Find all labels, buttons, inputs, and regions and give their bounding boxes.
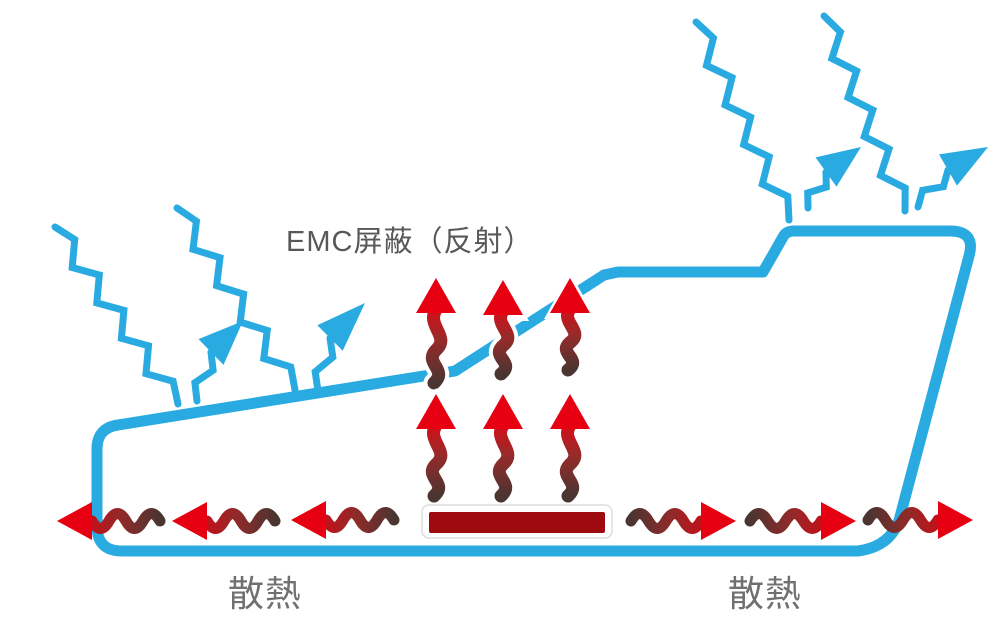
em-wave-reflected-tail — [191, 348, 217, 405]
heat-side-arrow-left-1 — [57, 502, 166, 540]
em-wave-reflected-1 — [191, 321, 243, 405]
em-wave-incoming-1 — [51, 223, 182, 408]
em-wave-reflected-tail — [914, 166, 952, 211]
em-wave-reflected-4 — [914, 147, 988, 211]
em-wave-reflected-tail — [311, 334, 337, 395]
heat-side-wave — [86, 508, 166, 534]
heat-side-arrow-right-4 — [625, 502, 736, 540]
heat-rise-wave — [425, 298, 448, 390]
heat-rise-arrowhead-icon — [550, 278, 590, 313]
em-wave-incoming-4 — [820, 12, 909, 215]
em-wave-reflected-arrowhead-icon — [317, 303, 365, 351]
heat-rise-arrowhead-icon — [550, 394, 590, 429]
heat-side-arrowhead-icon — [172, 502, 207, 540]
heat-side-arrowhead-icon — [57, 502, 92, 540]
heat-side-arrowhead-icon — [821, 502, 856, 540]
heat-source-bar-fill — [429, 512, 605, 533]
heat-rise-arrow-2 — [477, 274, 529, 385]
heat-rise-arrow-6 — [544, 388, 596, 507]
heat-side-arrowhead-icon — [938, 501, 973, 539]
em-wave-incoming-2 — [173, 204, 299, 394]
heat-rise-arrow-4 — [410, 388, 462, 507]
heat-side-arrowhead-icon — [291, 501, 326, 539]
enclosure-outline — [91, 225, 976, 557]
heat-side-arrow-right-5 — [744, 502, 856, 540]
heat-side-arrow-left-3 — [291, 501, 400, 539]
heat-side-wave — [201, 508, 281, 534]
heat-side-wave — [320, 507, 400, 533]
emc-shielding-label: EMC屏蔽（反射） — [286, 226, 534, 258]
heat-rise-wave — [492, 300, 515, 381]
heat-rise-arrow-1 — [410, 272, 462, 394]
em-wave-reflected-3 — [804, 147, 861, 212]
heat-rise-wave — [559, 414, 582, 503]
heat-rise-arrowhead-icon — [416, 278, 456, 313]
em-wave-incoming-3 — [692, 18, 793, 224]
heat-rise-arrow-3 — [544, 272, 596, 381]
em-wave-reflected-arrowhead-icon — [939, 147, 988, 186]
heat-rise-arrowhead-icon — [483, 394, 523, 429]
heat-rise-wave — [559, 298, 582, 377]
heat-side-wave — [625, 508, 707, 534]
heat-rise-wave — [492, 414, 515, 503]
heat-dissipation-label-left: 散熱 — [228, 573, 303, 614]
heat-rise-arrow-5 — [477, 388, 529, 507]
heat-dissipation-label-right: 散熱 — [728, 573, 803, 614]
em-wave-reflected-tail — [804, 168, 830, 212]
heat-side-wave — [862, 507, 944, 533]
heat-side-arrowhead-icon — [701, 502, 736, 540]
heat-rise-arrowhead-icon — [483, 280, 523, 315]
em-wave-reflected-2 — [311, 303, 365, 395]
heat-rise-arrowhead-icon — [416, 394, 456, 429]
heat-rise-wave — [425, 414, 448, 503]
heat-side-arrow-right-6 — [862, 501, 973, 539]
heat-side-arrow-left-2 — [172, 502, 281, 540]
heat-source-bar — [421, 504, 613, 539]
heat-side-wave — [744, 508, 827, 534]
em-wave-reflected-arrowhead-icon — [815, 147, 861, 187]
em-wave-reflected-arrowhead-icon — [198, 321, 243, 365]
